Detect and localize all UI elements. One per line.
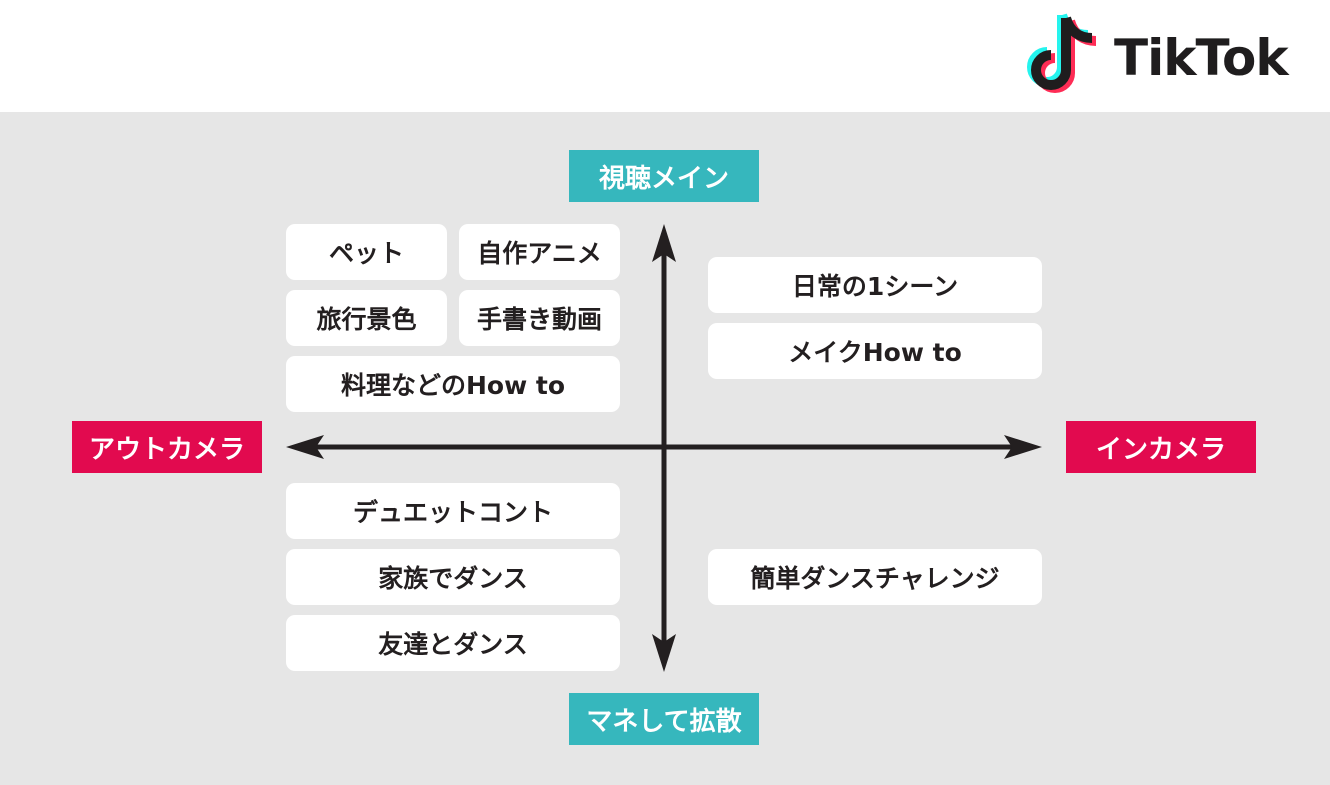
item-box: メイクHow to [708,323,1042,379]
arrow-left-icon [286,435,324,459]
item-box: 自作アニメ [459,224,620,280]
axis-label-bottom: マネして拡散 [569,693,759,745]
item-box: 日常の1シーン [708,257,1042,313]
arrow-down-icon [652,634,676,672]
item-box: ペット [286,224,447,280]
axis-label-left: アウトカメラ [72,421,262,473]
item-box: 簡単ダンスチャレンジ [708,549,1042,605]
item-box: 料理などのHow to [286,356,620,412]
tiktok-note-icon [1027,13,1097,93]
brand-name: TikTok [1114,29,1289,87]
arrow-up-icon [652,224,676,262]
axis-label-top: 視聴メイン [569,150,759,202]
axis-label-right: インカメラ [1066,421,1256,473]
item-box: 友達とダンス [286,615,620,671]
arrow-right-icon [1004,435,1042,459]
item-box: デュエットコント [286,483,620,539]
tiktok-logo: TikTok [1022,10,1322,102]
item-box: 手書き動画 [459,290,620,346]
item-box: 家族でダンス [286,549,620,605]
item-box: 旅行景色 [286,290,447,346]
header: TikTok [0,0,1330,112]
